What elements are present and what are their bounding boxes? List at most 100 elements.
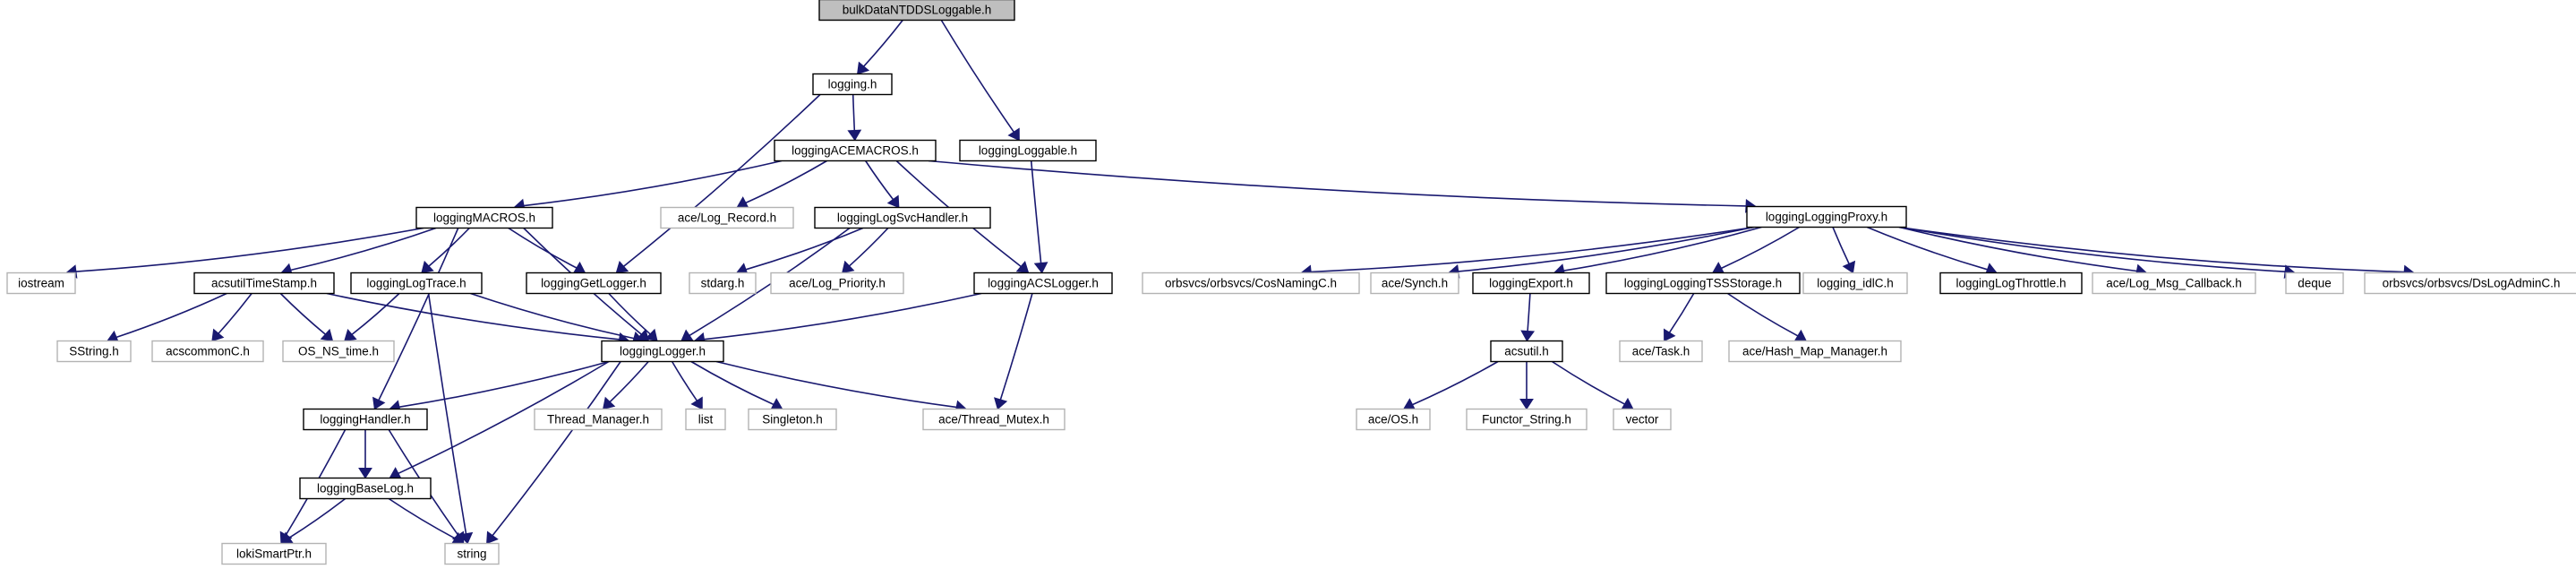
graph-node-iostream[interactable]: iostream <box>6 272 76 295</box>
graph-node-aceThreadMutex[interactable]: ace/Thread_Mutex.h <box>922 408 1065 431</box>
graph-node-loggingLogTrace[interactable]: loggingLogTrace.h <box>350 272 483 295</box>
node-box[interactable] <box>526 272 662 295</box>
node-box[interactable] <box>1490 340 1563 363</box>
node-label: loggingLoggable.h <box>979 144 1077 158</box>
node-box[interactable] <box>812 73 893 96</box>
node-box[interactable] <box>1728 340 1902 363</box>
dependency-edge <box>1311 226 1755 273</box>
node-label: ace/Log_Priority.h <box>789 277 886 290</box>
graph-node-aceTask[interactable]: ace/Task.h <box>1619 340 1703 363</box>
node-box[interactable] <box>2092 272 2256 295</box>
node-box[interactable] <box>1613 408 1672 431</box>
graph-node-lokiSmartPtr[interactable]: lokiSmartPtr.h <box>221 542 327 565</box>
node-box[interactable] <box>2285 272 2344 295</box>
graph-node-loggingBaseLog[interactable]: loggingBaseLog.h <box>299 477 432 500</box>
dependency-edge <box>508 227 578 269</box>
node-box[interactable] <box>151 340 264 363</box>
dependency-arrowhead <box>847 129 862 142</box>
graph-node-acscommonC[interactable]: acscommonC.h <box>151 340 264 363</box>
node-box[interactable] <box>689 272 757 295</box>
graph-node-loggingLoggingProxy[interactable]: loggingLoggingProxy.h <box>1746 205 1907 228</box>
graph-node-Singleton[interactable]: Singleton.h <box>748 408 837 431</box>
graph-node-list[interactable]: list <box>685 408 726 431</box>
node-box[interactable] <box>299 477 432 500</box>
graph-node-loggingLoggable[interactable]: loggingLoggable.h <box>959 139 1097 162</box>
graph-node-loggingLogger[interactable]: loggingLogger.h <box>601 340 724 363</box>
graph-node-bulkDataNTDDSLoggable[interactable]: bulkDataNTDDSLoggable.h <box>818 0 1015 22</box>
graph-node-loggingLogSvcHandler[interactable]: loggingLogSvcHandler.h <box>814 206 991 229</box>
dependency-edge <box>1727 292 1799 337</box>
node-box[interactable] <box>303 408 428 431</box>
graph-node-loggingGetLogger[interactable]: loggingGetLogger.h <box>526 272 662 295</box>
node-box[interactable] <box>973 272 1113 295</box>
graph-node-loggingHandler[interactable]: loggingHandler.h <box>303 408 428 431</box>
graph-node-loggingLogThrottle[interactable]: loggingLogThrottle.h <box>1939 272 2083 295</box>
node-box[interactable] <box>660 206 794 229</box>
node-box[interactable] <box>1370 272 1459 295</box>
graph-node-loggingIdlC[interactable]: logging_idlC.h <box>1802 272 1908 295</box>
node-box[interactable] <box>770 272 904 295</box>
node-box[interactable] <box>601 340 724 363</box>
node-label: list <box>698 413 714 427</box>
graph-node-loggingLoggingTSSStorage[interactable]: loggingLoggingTSSStorage.h <box>1605 272 1801 295</box>
graph-node-aceLogPriority[interactable]: ace/Log_Priority.h <box>770 272 904 295</box>
node-box[interactable] <box>685 408 726 431</box>
graph-node-string[interactable]: string <box>444 542 500 565</box>
node-box[interactable] <box>444 542 500 565</box>
node-box[interactable] <box>56 340 132 363</box>
node-box[interactable] <box>534 408 663 431</box>
dependency-edge <box>290 227 437 272</box>
node-box[interactable] <box>1939 272 2083 295</box>
graph-node-dsLogAdminC[interactable]: orbsvcs/orbsvcs/DsLogAdminC.h <box>2364 272 2576 295</box>
graph-node-vector[interactable]: vector <box>1613 408 1672 431</box>
node-box[interactable] <box>1466 408 1588 431</box>
graph-node-SString[interactable]: SString.h <box>56 340 132 363</box>
graph-node-deque[interactable]: deque <box>2285 272 2344 295</box>
graph-node-loggingExport[interactable]: loggingExport.h <box>1472 272 1590 295</box>
node-box[interactable] <box>814 206 991 229</box>
graph-node-acsutil[interactable]: acsutil.h <box>1490 340 1563 363</box>
node-box[interactable] <box>415 206 553 229</box>
node-box[interactable] <box>221 542 327 565</box>
node-box[interactable] <box>1472 272 1590 295</box>
node-box[interactable] <box>1142 272 1360 295</box>
dependency-arrowhead <box>1520 330 1536 342</box>
graph-node-aceSynch[interactable]: ace/Synch.h <box>1370 272 1459 295</box>
node-box[interactable] <box>1356 408 1431 431</box>
graph-node-loggingMACROS[interactable]: loggingMACROS.h <box>415 206 553 229</box>
graph-node-logging[interactable]: logging.h <box>812 73 893 96</box>
graph-node-loggingACSLogger[interactable]: loggingACSLogger.h <box>973 272 1113 295</box>
graph-node-aceLogMsgCallback[interactable]: ace/Log_Msg_Callback.h <box>2092 272 2256 295</box>
graph-node-loggingACEMACROS[interactable]: loggingACEMACROS.h <box>774 139 937 162</box>
node-box[interactable] <box>922 408 1065 431</box>
node-box[interactable] <box>1802 272 1908 295</box>
node-box[interactable] <box>2364 272 2576 295</box>
graph-node-stdarg[interactable]: stdarg.h <box>689 272 757 295</box>
dependency-edge <box>398 360 610 475</box>
node-box[interactable] <box>818 0 1015 22</box>
node-box[interactable] <box>1746 205 1907 228</box>
node-label: loggingGetLogger.h <box>541 277 646 290</box>
dependency-edge <box>1898 226 2137 272</box>
node-box[interactable] <box>1605 272 1801 295</box>
node-box[interactable] <box>774 139 937 162</box>
node-box[interactable] <box>193 272 335 295</box>
node-box[interactable] <box>748 408 837 431</box>
graph-node-aceHashMapManager[interactable]: ace/Hash_Map_Manager.h <box>1728 340 1902 363</box>
graph-node-cosNamingC[interactable]: orbsvcs/orbsvcs/CosNamingC.h <box>1142 272 1360 295</box>
graph-node-Thread_Manager[interactable]: Thread_Manager.h <box>534 408 663 431</box>
node-box[interactable] <box>959 139 1097 162</box>
node-box[interactable] <box>282 340 395 363</box>
graph-node-OS_NS_time[interactable]: OS_NS_time.h <box>282 340 395 363</box>
graph-node-acsutilTimeStamp[interactable]: acsutilTimeStamp.h <box>193 272 335 295</box>
node-box[interactable] <box>350 272 483 295</box>
graph-node-Functor_String[interactable]: Functor_String.h <box>1466 408 1588 431</box>
node-label: ace/Log_Msg_Callback.h <box>2106 277 2242 290</box>
node-label: ace/Synch.h <box>1382 277 1448 290</box>
dependency-arrowhead <box>842 260 855 274</box>
node-box[interactable] <box>6 272 76 295</box>
dependency-arrowhead <box>1842 260 1856 274</box>
graph-node-aceLogRecord[interactable]: ace/Log_Record.h <box>660 206 794 229</box>
node-box[interactable] <box>1619 340 1703 363</box>
graph-node-aceOS[interactable]: ace/OS.h <box>1356 408 1431 431</box>
